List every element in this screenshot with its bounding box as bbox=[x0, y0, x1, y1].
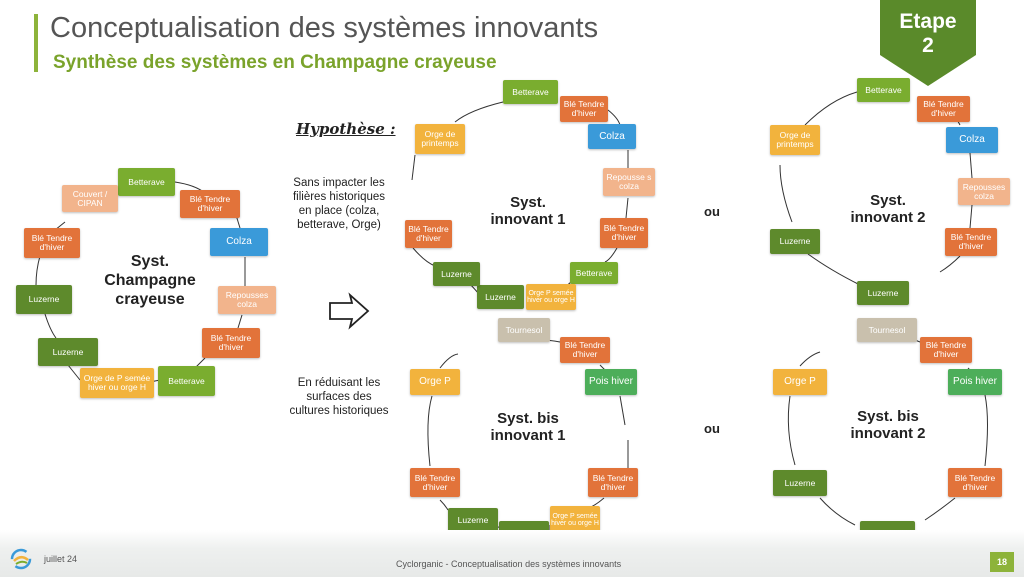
crop-box: Betterave bbox=[503, 80, 558, 104]
crop-box: Repousse s colza bbox=[603, 168, 655, 196]
system-label: Syst. innovant 2 bbox=[850, 192, 926, 226]
crop-box: Luzerne bbox=[477, 285, 524, 309]
crop-box: Luzerne bbox=[448, 508, 498, 533]
page-subtitle: Synthèse des systèmes en Champagne craye… bbox=[53, 52, 497, 73]
system-label: Syst. bis innovant 1 bbox=[490, 410, 566, 444]
crop-box: Blé Tendre d'hiver bbox=[600, 218, 648, 248]
crop-box: Blé Tendre d'hiver bbox=[560, 96, 608, 122]
crop-box: Betterave bbox=[158, 366, 215, 396]
crop-box: Blé Tendre d'hiver bbox=[560, 337, 610, 363]
crop-box: Blé Tendre d'hiver bbox=[920, 337, 972, 363]
arrow-icon bbox=[329, 292, 370, 330]
hypothesis-text-1: Sans impacter les filières historiques e… bbox=[292, 177, 386, 231]
system-label: Syst. Champagne crayeuse bbox=[104, 253, 196, 308]
hypothesis-title: Hypothèse : bbox=[296, 120, 396, 138]
hypothesis-text-2: En réduisant les surfaces des cultures h… bbox=[289, 377, 389, 417]
cyclorganic-logo-icon bbox=[10, 548, 32, 570]
crop-box: Luzerne bbox=[770, 229, 820, 254]
or-label: ou bbox=[704, 204, 720, 219]
system-label: Syst. bis innovant 2 bbox=[850, 408, 926, 442]
crop-box: Couvert / CIPAN bbox=[62, 185, 118, 212]
crop-box: Orge de P semée hiver ou orge H bbox=[80, 368, 154, 398]
crop-box: Blé Tendre d'hiver bbox=[588, 468, 638, 497]
system-label: Syst. innovant 1 bbox=[490, 194, 566, 228]
crop-box: Colza bbox=[588, 124, 636, 149]
footer-date: juillet 24 bbox=[44, 554, 78, 564]
crop-box: Betterave bbox=[570, 262, 618, 284]
crop-box: Luzerne bbox=[857, 281, 909, 305]
crop-box: Luzerne bbox=[38, 338, 98, 366]
crop-box: Pois hiver bbox=[948, 369, 1002, 395]
crop-box: Tournesol bbox=[498, 318, 550, 342]
page-number: 18 bbox=[990, 552, 1014, 572]
crop-box: Luzerne bbox=[16, 285, 72, 314]
or-label: ou bbox=[704, 421, 720, 436]
crop-box: Orge de printemps bbox=[770, 125, 820, 155]
crop-box: Blé Tendre d'hiver bbox=[202, 328, 260, 358]
crop-box: Colza bbox=[210, 228, 268, 256]
footer-title: Cyclorganic - Conceptualisation des syst… bbox=[396, 559, 622, 569]
title-accent-bar bbox=[34, 14, 38, 72]
crop-box: Blé Tendre d'hiver bbox=[945, 228, 997, 256]
crop-box: Colza bbox=[946, 127, 998, 153]
crop-box: Orge de printemps bbox=[415, 124, 465, 154]
footer-band bbox=[0, 530, 1024, 577]
crop-box: Repousses colza bbox=[958, 178, 1010, 205]
crop-box: Blé Tendre d'hiver bbox=[948, 468, 1002, 497]
crop-box: Pois hiver bbox=[585, 369, 637, 395]
crop-box: Blé Tendre d'hiver bbox=[410, 468, 460, 497]
crop-box: Orge P semée hiver ou orge H bbox=[526, 284, 576, 310]
crop-box: Blé Tendre d'hiver bbox=[405, 220, 452, 248]
crop-box: Orge P semée hiver ou orge H bbox=[550, 506, 600, 534]
crop-box: Blé Tendre d'hiver bbox=[180, 190, 240, 218]
faded-note: BTMS/ha bbox=[920, 522, 950, 529]
page-title: Conceptualisation des systèmes innovants bbox=[50, 12, 599, 44]
crop-box: Betterave bbox=[857, 78, 910, 102]
crop-box: Blé Tendre d'hiver bbox=[24, 228, 80, 258]
crop-box: Blé Tendre d'hiver bbox=[917, 96, 970, 122]
crop-box: Orge P bbox=[773, 369, 827, 395]
crop-box: Luzerne bbox=[433, 262, 480, 286]
crop-box: Tournesol bbox=[857, 318, 917, 342]
crop-box: Betterave bbox=[118, 168, 175, 196]
crop-box: Luzerne bbox=[773, 470, 827, 496]
crop-box: Repousses colza bbox=[218, 286, 276, 314]
crop-box: Orge P bbox=[410, 369, 460, 395]
